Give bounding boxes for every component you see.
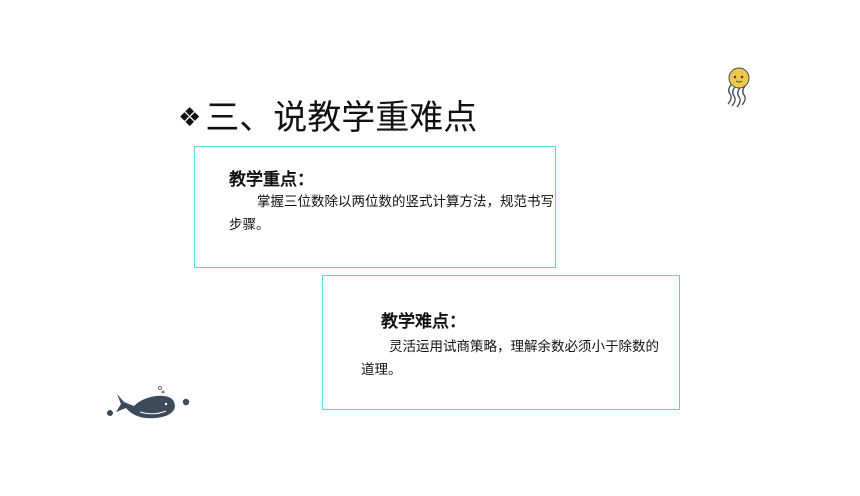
page-title: ❖三、说教学重难点 xyxy=(178,98,478,138)
difficult-point-heading: 教学难点： xyxy=(381,312,466,332)
jellyfish-icon xyxy=(727,67,750,108)
difficult-point-body: 灵活运用试商策略，理解余数必须小于除数的道理。 xyxy=(361,339,659,378)
diamond-bullet-icon: ❖ xyxy=(178,103,202,133)
whale-icon xyxy=(107,386,190,419)
key-point-body: 掌握三位数除以两位数的竖式计算方法，规范书写步骤。 xyxy=(229,194,554,233)
difficult-point-box: 教学难点： 灵活运用试商策略，理解余数必须小于除数的道理。 xyxy=(322,275,680,410)
key-point-box: 教学重点： 掌握三位数除以两位数的竖式计算方法，规范书写步骤。 xyxy=(194,146,556,268)
page-title-text: 三、说教学重难点 xyxy=(205,98,478,138)
key-point-heading: 教学重点： xyxy=(229,170,314,190)
